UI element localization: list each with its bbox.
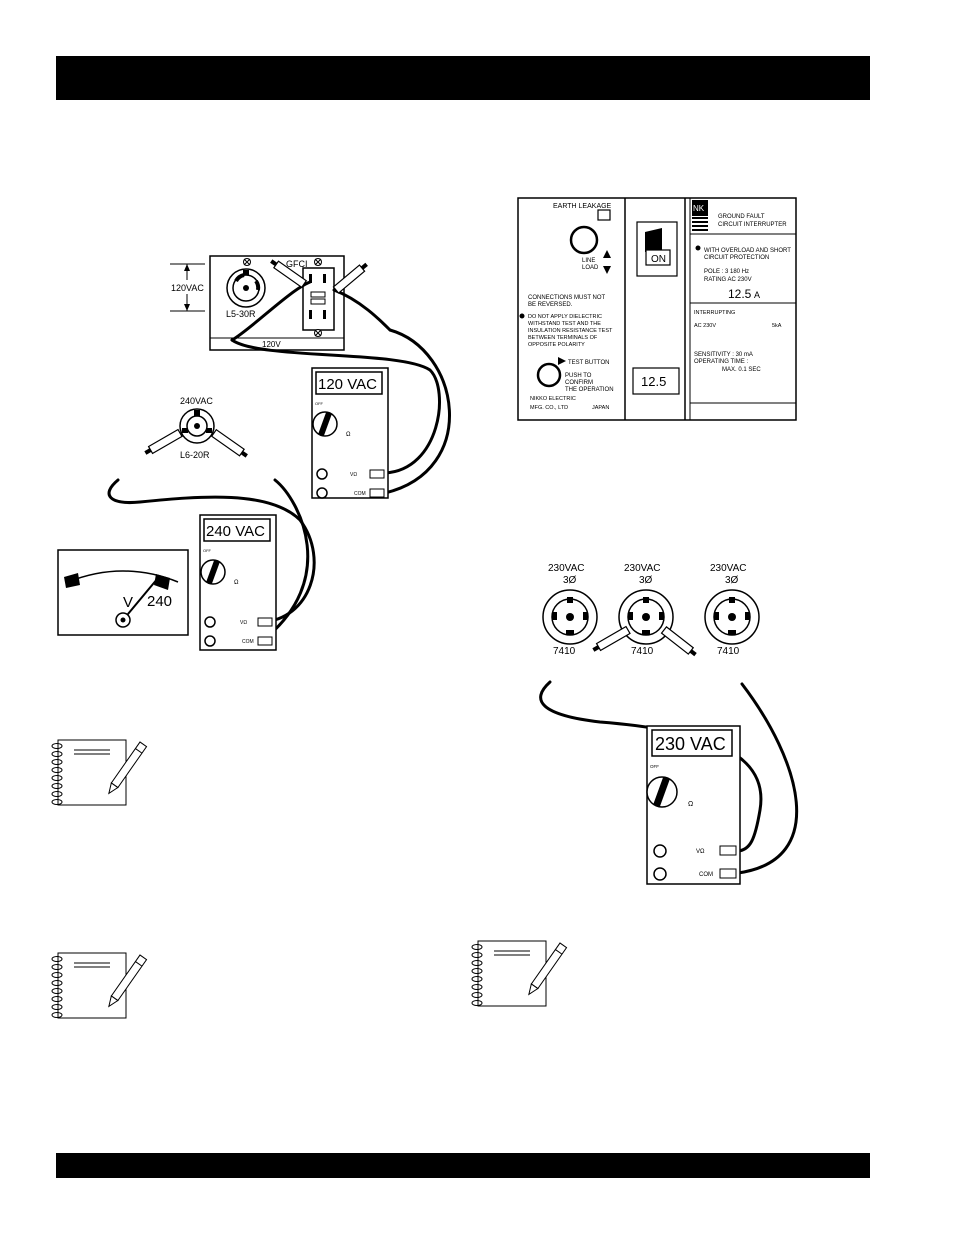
meter-240-vohm-jack: VΩ <box>240 620 247 626</box>
gfci-label: GFCI <box>286 259 308 269</box>
receptacle-2-model: 7410 <box>631 646 654 657</box>
outlet-box-120v: 120VAC 120V L5-30R GFCI <box>170 255 345 351</box>
note-line-1: DO NOT APPLY DIELECTRIC <box>528 314 602 320</box>
panel-120v-label: 120V <box>262 340 281 349</box>
meter-230-display: 230 VAC <box>655 734 726 754</box>
receptacle-1-voltage: 230VAC <box>548 563 585 574</box>
receptacle-2-phase: 3Ø <box>639 575 653 586</box>
voltage-label-240: 240VAC <box>180 396 213 406</box>
reset-button <box>569 225 599 255</box>
japan-label: JAPAN <box>592 405 609 411</box>
interrupting-voltage: AC 230V <box>694 323 716 329</box>
three-phase-receptacles: 230VAC 3Ø 7410 230VAC 3Ø 7410 230VAC 3Ø … <box>542 563 760 657</box>
max-time-label: MAX. 0.1 SEC <box>722 367 761 373</box>
notepad-note-icon-3 <box>471 940 568 1007</box>
meter-230-com-jack: COM <box>699 872 713 878</box>
receptacle-3-voltage: 230VAC <box>710 563 747 574</box>
test-button-label: TEST BUTTON <box>568 360 609 366</box>
l6-20r-receptacle-240: 240VAC L6-20R <box>179 396 215 460</box>
rating-label: RATING AC 230V <box>704 277 752 283</box>
footer-bar <box>56 1153 870 1178</box>
note-line-3: INSULATION RESISTANCE TEST <box>528 328 613 334</box>
gauge-unit-label: V <box>123 594 133 611</box>
nk-logo <box>692 200 708 216</box>
with-line-2: CIRCUIT PROTECTION <box>704 255 769 261</box>
notepad-note-icon-2 <box>51 952 148 1019</box>
load-label: LOAD <box>582 265 599 271</box>
receptacle-2-voltage: 230VAC <box>624 563 661 574</box>
interrupting-ka: 5kA <box>772 323 782 329</box>
push-line-1: PUSH TO <box>565 373 592 379</box>
note-line-5: OPPOSITE POLARITY <box>528 342 585 348</box>
svg-text:Ω: Ω <box>688 801 693 808</box>
meter-120-display: 120 VAC <box>318 376 377 393</box>
voltage-label-120: 120VAC <box>171 283 204 293</box>
test-button <box>536 362 562 388</box>
earth-leakage-indicator <box>597 209 611 221</box>
line-label: LINE <box>582 258 595 264</box>
meter-230-vohm-jack: VΩ <box>696 849 705 855</box>
push-line-2: CONFIRM <box>565 380 593 386</box>
gauge-reading: 240 <box>147 593 172 610</box>
operating-time-label: OPERATING TIME : <box>694 359 748 365</box>
svg-text:Ω: Ω <box>234 580 239 586</box>
svg-text:OFF: OFF <box>203 548 212 553</box>
meter-120-com-jack: COM <box>354 491 366 497</box>
amps-value: 12.5 <box>728 287 752 301</box>
with-line-1: WITH OVERLOAD AND SHORT <box>704 248 791 254</box>
warning-line-1: CONNECTIONS MUST NOT <box>528 295 606 301</box>
notepad-note-icon-1 <box>51 739 148 806</box>
meter-240-display: 240 VAC <box>206 523 265 540</box>
switch-on-label: ON <box>651 254 666 265</box>
svg-text:Ω: Ω <box>346 432 351 438</box>
toggle-switch-icon <box>645 228 662 252</box>
l6-20r-label: L6-20R <box>180 450 210 460</box>
interrupting-label: INTERRUPTING <box>694 310 735 316</box>
gfci-breaker-panel: EARTH LEAKAGE LINE LOAD CONNECTIONS MUST… <box>517 197 797 421</box>
warning-line-2: BE REVERSED. <box>528 302 573 308</box>
meter-240-com-jack: COM <box>242 639 254 645</box>
svg-text:NK: NK <box>693 204 705 213</box>
svg-text:OFF: OFF <box>315 401 324 406</box>
header-bar <box>56 56 870 100</box>
note-line-2: WITHSTAND TEST AND THE <box>528 321 601 327</box>
svg-text:OFF: OFF <box>650 764 659 769</box>
multimeter-120: 120 VAC OFF Ω VΩ COM <box>311 367 389 499</box>
l5-30r-label: L5-30R <box>226 309 256 319</box>
pole-label: POLE : 3 180 Hz <box>704 269 749 275</box>
gf-line-1: GROUND FAULT <box>718 214 765 220</box>
rating-box-value: 12.5 <box>641 374 666 389</box>
sensitivity-label: SENSITIVITY : 30 mA <box>694 352 753 358</box>
analog-voltmeter-gauge: V 240 <box>57 549 189 636</box>
mfg-label: MFG. CO., LTD <box>530 405 568 411</box>
note-line-4: BETWEEN TERMINALS OF <box>528 335 598 341</box>
earth-leakage-label: EARTH LEAKAGE <box>553 203 612 210</box>
gf-line-2: CIRCUIT INTERRUPTER <box>718 222 787 228</box>
amps-unit: A <box>754 290 760 300</box>
multimeter-240: 240 VAC OFF Ω VΩ COM <box>199 514 277 651</box>
receptacle-3-model: 7410 <box>717 646 740 657</box>
push-line-3: THE OPERATION <box>565 387 614 393</box>
maker-label: NIKKO ELECTRIC <box>530 396 576 402</box>
receptacle-1-phase: 3Ø <box>563 575 577 586</box>
multimeter-230: 230 VAC OFF Ω VΩ COM <box>646 725 741 885</box>
receptacle-1-model: 7410 <box>553 646 576 657</box>
receptacle-3-phase: 3Ø <box>725 575 739 586</box>
meter-120-vohm-jack: VΩ <box>350 472 357 478</box>
